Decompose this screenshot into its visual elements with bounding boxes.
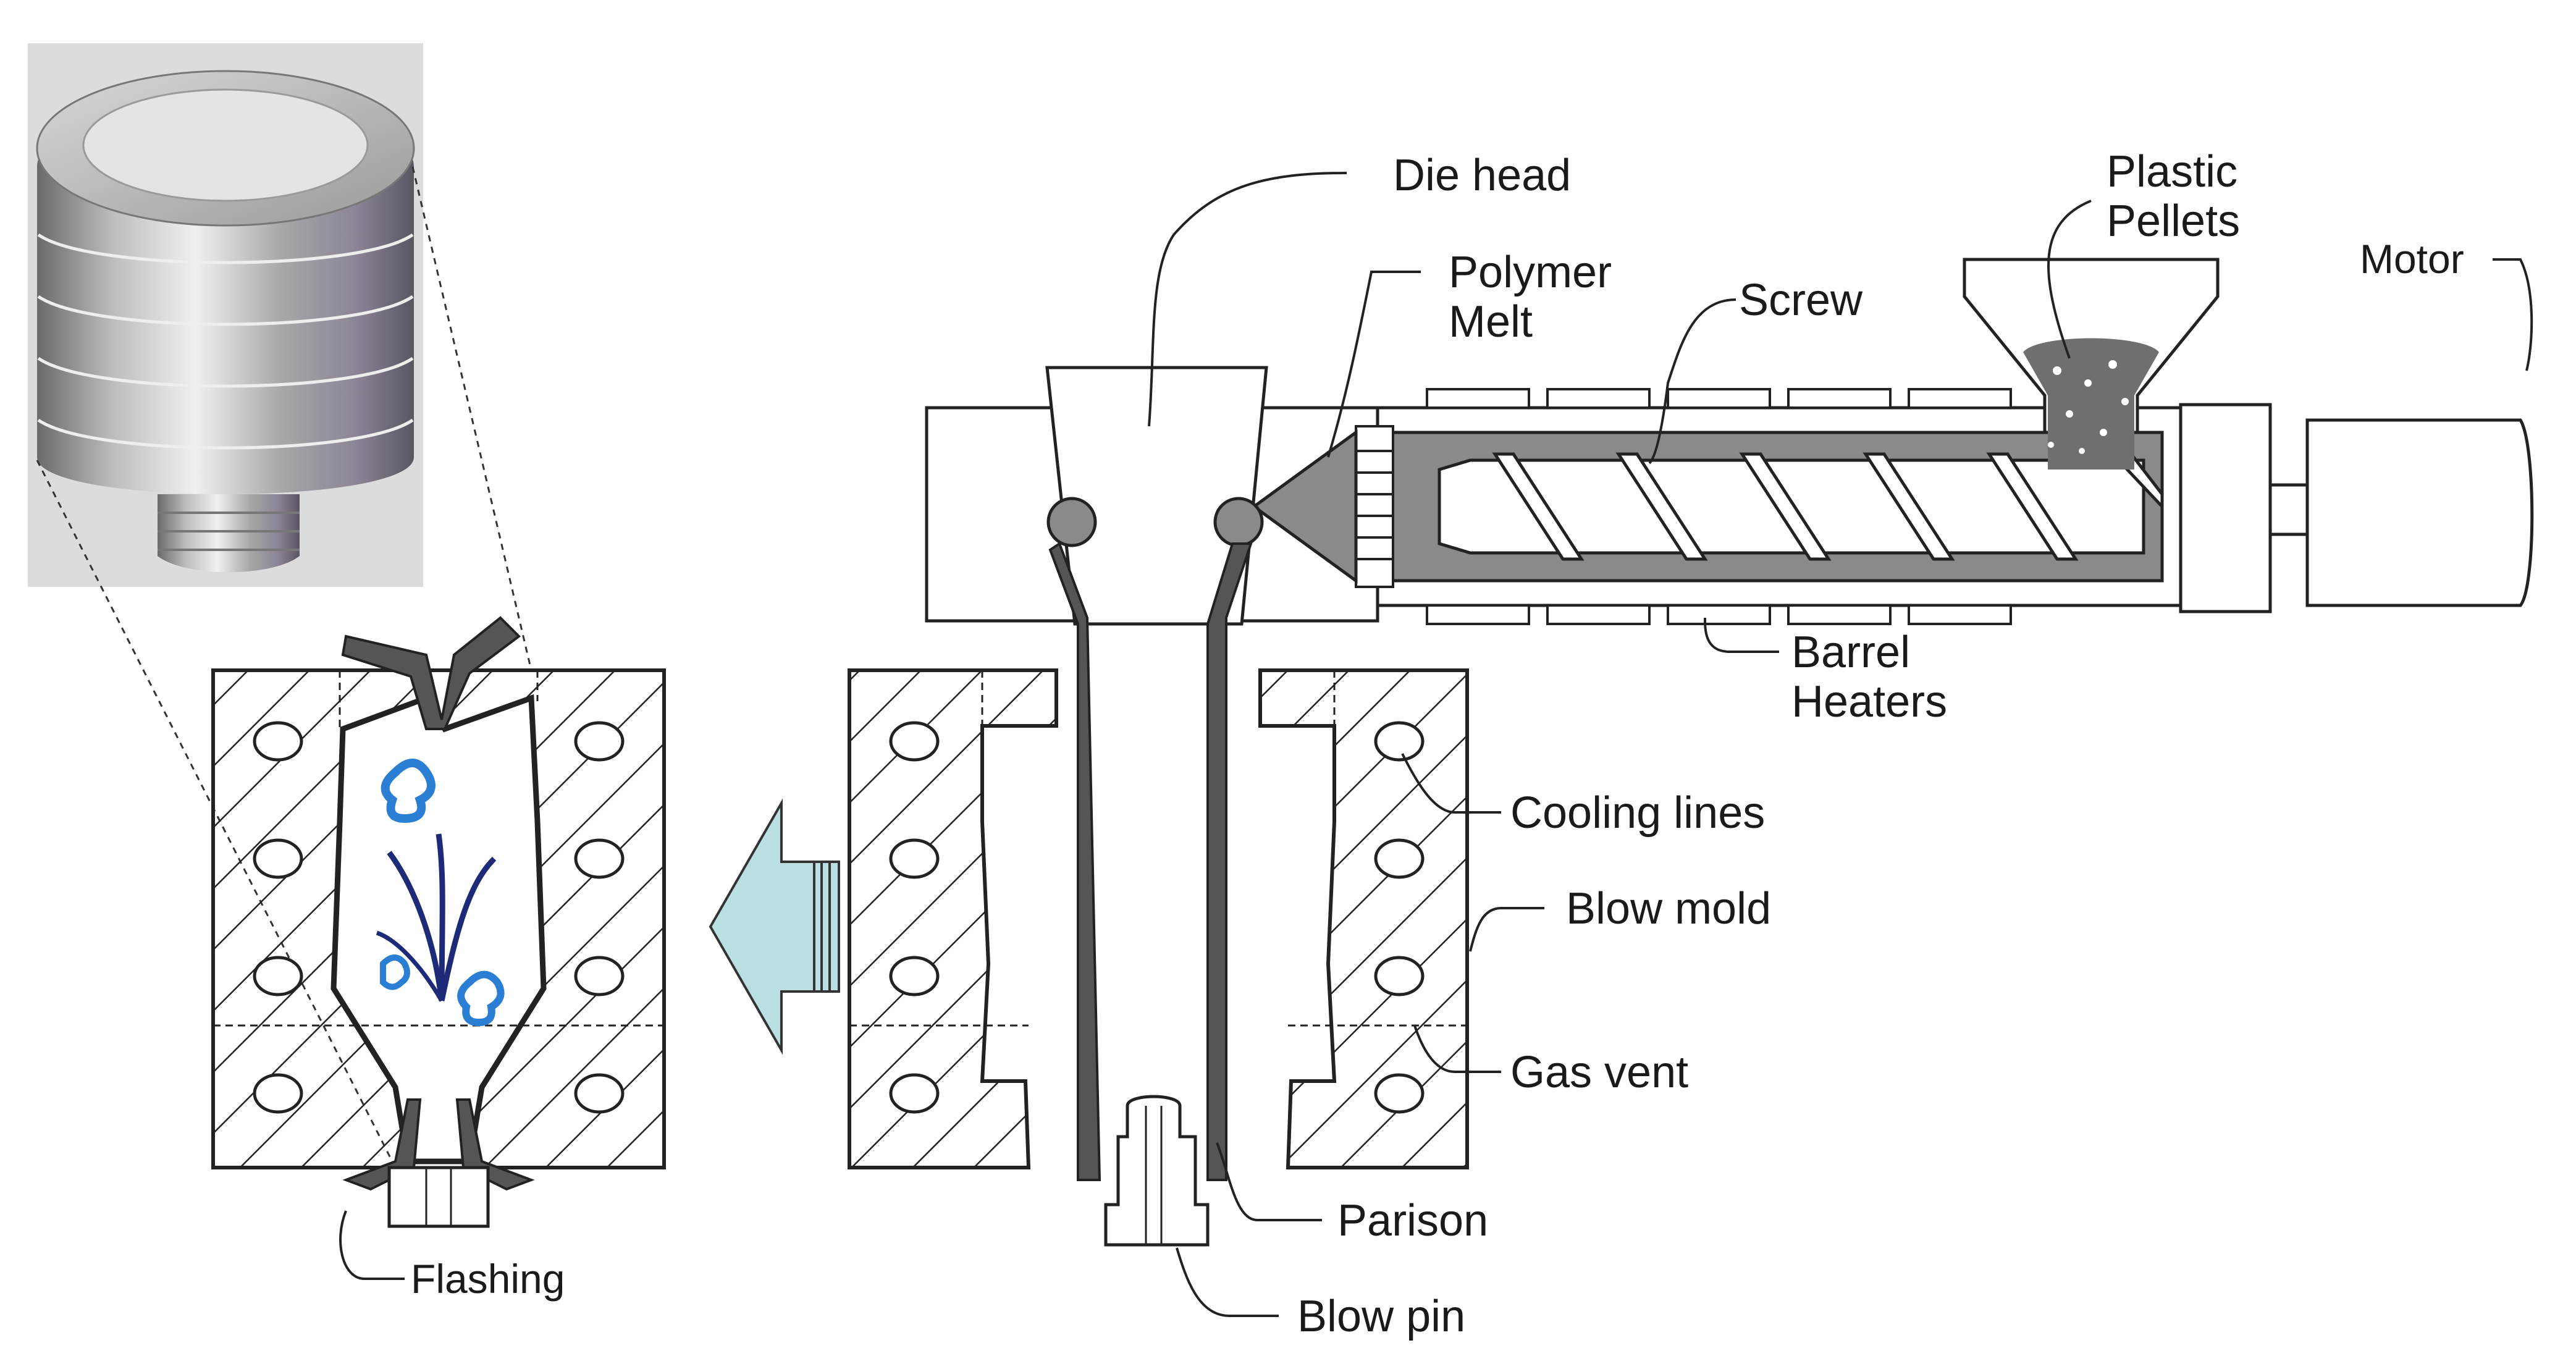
label-blow-pin: Blow pin (1297, 1292, 1465, 1341)
leader-lines (339, 172, 2533, 1317)
left-arrow-icon (709, 798, 840, 1055)
top-flash (341, 616, 521, 730)
closed-blow-mold (211, 616, 666, 1228)
threaded-cylinder-product-icon (28, 43, 423, 587)
extruder (925, 258, 2534, 626)
air-burst-icon (376, 759, 505, 1027)
open-blow-mold (848, 668, 1469, 1169)
projection-line-right (411, 166, 532, 671)
label-barrel-heaters-line1: Barrel (1791, 628, 1910, 677)
label-polymer-melt-line2: Melt (1449, 297, 1533, 347)
polymer-melt (1251, 429, 1358, 584)
label-plastic-pellets-line2: Pellets (2107, 196, 2240, 246)
label-parison: Parison (1337, 1196, 1488, 1245)
blow-pin (1104, 1095, 1210, 1247)
label-barrel-heaters-line2: Heaters (1791, 677, 1947, 726)
parison (1048, 541, 1253, 1181)
label-die-head: Die head (1393, 151, 1571, 200)
label-blow-mold: Blow mold (1566, 884, 1771, 933)
label-plastic-pellets-line1: Plastic (2107, 147, 2237, 196)
label-screw: Screw (1739, 276, 1863, 325)
label-gas-vent: Gas vent (1510, 1048, 1688, 1097)
label-polymer-melt-line1: Polymer (1449, 248, 1612, 297)
label-cooling-lines: Cooling lines (1510, 788, 1765, 838)
label-flashing: Flashing (411, 1256, 565, 1302)
label-motor: Motor (2360, 236, 2464, 282)
